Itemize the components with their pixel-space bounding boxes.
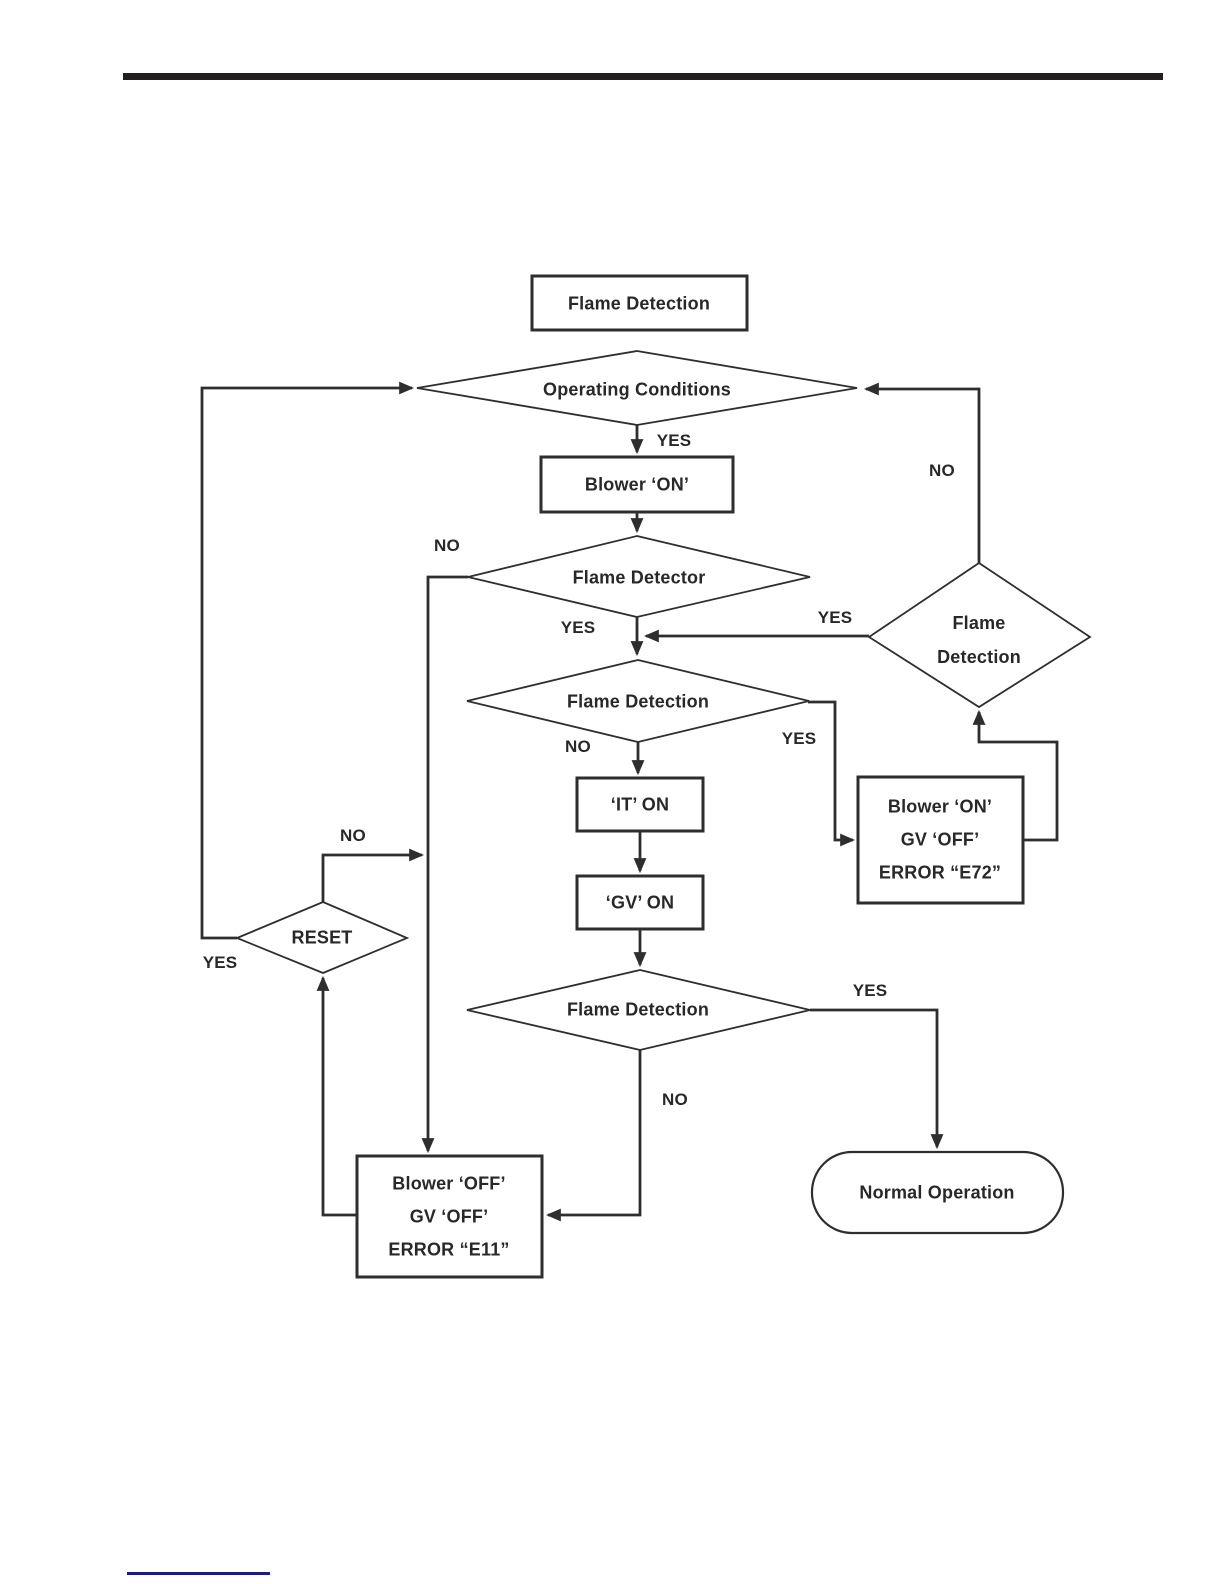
edge-label-flame-detector-no: NO bbox=[434, 536, 460, 555]
node-start-label: Flame Detection bbox=[567, 293, 711, 314]
node-error-e11-shape bbox=[355, 1154, 544, 1279]
node-flame-detection-bottom-label: Flame Detection bbox=[566, 999, 710, 1020]
node-error-e11-label: Blower ‘OFF’ GV ‘OFF’ ERROR “E11” bbox=[388, 1168, 509, 1267]
node-flame-detection-right-line1: Flame bbox=[952, 613, 1006, 633]
node-flame-detection-right-label: Flame Detection bbox=[937, 606, 1021, 674]
flowchart-edges bbox=[200, 381, 1059, 1222]
edge-reset-no-join bbox=[321, 848, 425, 902]
node-flame-detection-right-line2: Detection bbox=[937, 647, 1021, 667]
edge-e72-to-right-diamond bbox=[972, 709, 1059, 842]
node-error-e11-line2: GV ‘OFF’ bbox=[409, 1206, 489, 1227]
edge-e11-to-reset bbox=[316, 975, 357, 1217]
node-reset-label: RESET bbox=[291, 927, 353, 948]
node-reset-shape bbox=[234, 901, 410, 974]
node-flame-detection-bottom-shape bbox=[466, 969, 811, 1051]
edge-label-flame-detection-right-yes: YES bbox=[817, 608, 853, 627]
node-flame-detection-mid-shape bbox=[466, 659, 810, 743]
edge-label-flame-detector-yes: YES bbox=[560, 618, 596, 637]
node-error-e72-line1: Blower ‘ON’ bbox=[887, 796, 993, 817]
node-error-e72-label: Blower ‘ON’ GV ‘OFF’ ERROR “E72” bbox=[879, 791, 1001, 890]
node-gv-on-label: ‘GV’ ON bbox=[605, 892, 675, 913]
edge-label-flame-detection-right-no: NO bbox=[929, 461, 955, 480]
edge-reset-yes-to-oc bbox=[200, 381, 415, 940]
edge-mid-yes-to-e72 bbox=[808, 700, 856, 847]
node-error-e72-shape bbox=[856, 775, 1025, 905]
edge-bottom-no-to-e11 bbox=[545, 1050, 642, 1222]
edge-label-reset-yes: YES bbox=[202, 953, 238, 972]
node-operating-conditions-shape bbox=[416, 350, 858, 426]
edge-label-flame-detection-mid-no: NO bbox=[565, 737, 591, 756]
flowchart-shapes bbox=[234, 274, 1092, 1279]
edge-label-oc-yes: YES bbox=[656, 431, 692, 450]
edge-label-flame-detection-mid-yes: YES bbox=[781, 729, 817, 748]
node-error-e72-line3: ERROR “E72” bbox=[878, 862, 1002, 883]
edge-flame-detector-no-to-e11 bbox=[421, 575, 468, 1154]
node-flame-detection-right-shape bbox=[867, 561, 1092, 709]
edge-label-reset-no: NO bbox=[340, 826, 366, 845]
node-gv-on-shape bbox=[575, 874, 705, 931]
footer-link-underline bbox=[127, 1572, 270, 1575]
node-normal-operation-shape bbox=[810, 1150, 1065, 1235]
node-normal-operation-label: Normal Operation bbox=[859, 1182, 1015, 1203]
node-flame-detector-shape bbox=[467, 535, 811, 618]
node-operating-conditions-label: Operating Conditions bbox=[543, 379, 731, 400]
node-it-on-shape bbox=[575, 776, 705, 833]
edge-label-flame-detection-bottom-yes: YES bbox=[852, 981, 888, 1000]
edge-label-flame-detection-bottom-no: NO bbox=[662, 1090, 688, 1109]
node-error-e72-line2: GV ‘OFF’ bbox=[900, 829, 980, 850]
node-it-on-label: ‘IT’ ON bbox=[610, 794, 670, 815]
edge-right-diamond-no-to-oc bbox=[863, 382, 981, 563]
node-error-e11-line1: Blower ‘OFF’ bbox=[392, 1173, 506, 1194]
node-start-shape bbox=[530, 274, 749, 332]
node-flame-detector-label: Flame Detector bbox=[572, 567, 706, 588]
node-flame-detection-mid-label: Flame Detection bbox=[566, 691, 710, 712]
edge-bottom-yes-to-normal bbox=[810, 1008, 944, 1150]
node-blower-on-shape bbox=[539, 455, 735, 514]
page-top-rule bbox=[123, 73, 1163, 80]
node-blower-on-label: Blower ‘ON’ bbox=[584, 474, 690, 495]
node-error-e11-line3: ERROR “E11” bbox=[388, 1239, 510, 1260]
